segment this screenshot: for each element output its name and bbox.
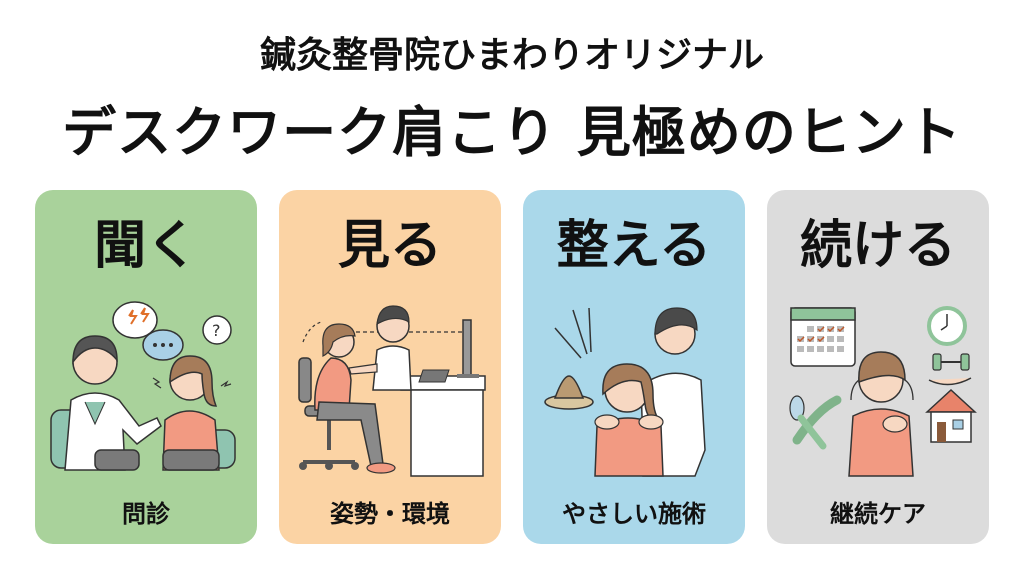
card-continue: 続ける bbox=[767, 190, 989, 544]
card-heading: 見る bbox=[337, 216, 442, 276]
dumbbell-icon bbox=[928, 353, 972, 386]
posture-desk-check-icon bbox=[298, 305, 486, 477]
card-heading: 続ける bbox=[799, 216, 956, 276]
house-icon bbox=[925, 388, 977, 443]
card-listen: 聞く ? 問診 bbox=[35, 190, 257, 544]
card-adjust: 整える やさしい施術 bbox=[523, 190, 745, 544]
card-caption: 姿勢・環境 bbox=[330, 500, 450, 528]
calendar-icon bbox=[790, 307, 856, 367]
doctor-patient-consultation-icon: ? bbox=[50, 301, 236, 471]
clock-icon bbox=[927, 306, 967, 346]
continued-care-icon bbox=[789, 306, 977, 477]
card-heading: 整える bbox=[556, 216, 712, 276]
card-caption: 継続ケア bbox=[830, 500, 926, 528]
card-caption: 問診 bbox=[122, 500, 170, 528]
clinic-subtitle: 鍼灸整骨院ひまわりオリジナル bbox=[259, 35, 764, 76]
shoulder-treatment-icon bbox=[544, 307, 706, 477]
massage-tool-icon bbox=[789, 395, 842, 450]
page-title: デスクワーク肩こり 見極めのヒント bbox=[62, 101, 962, 164]
svg-text:?: ? bbox=[212, 321, 221, 340]
card-heading: 聞く bbox=[93, 216, 198, 276]
card-observe: 見る 姿勢・環境 bbox=[279, 190, 501, 544]
card-caption: やさしい施術 bbox=[562, 500, 706, 528]
